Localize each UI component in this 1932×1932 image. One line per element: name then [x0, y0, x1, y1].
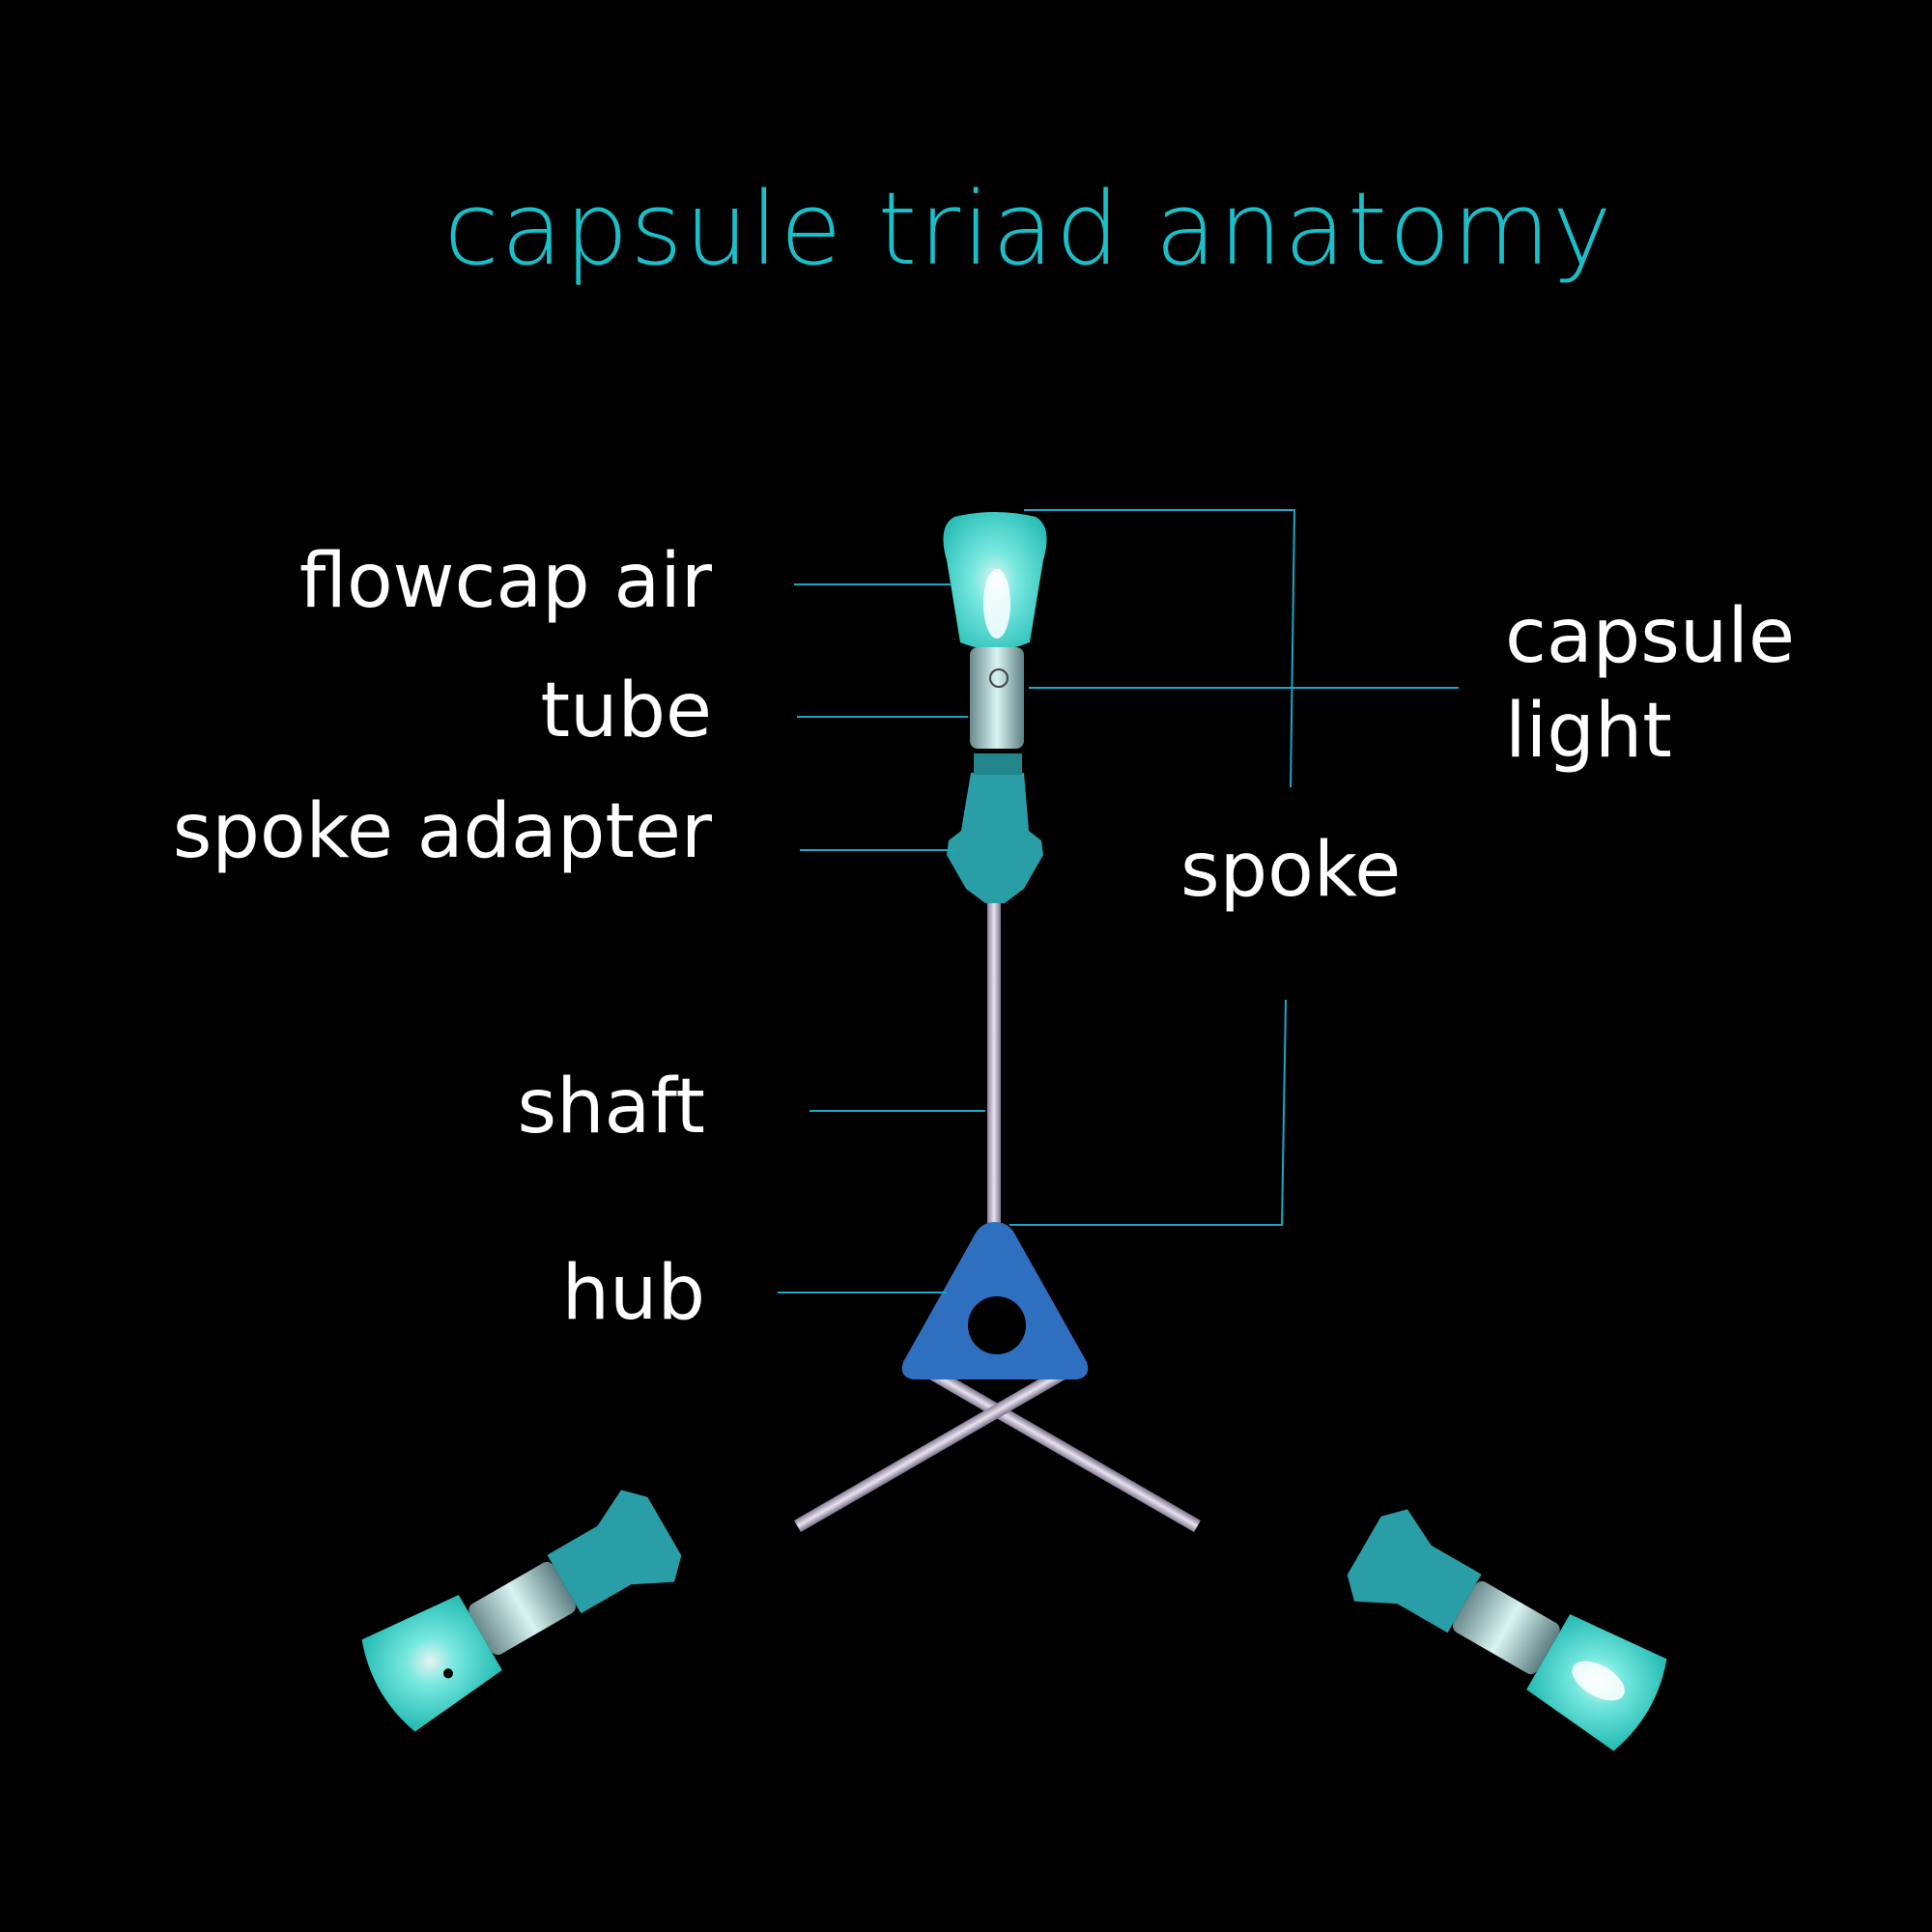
label-spoke-adapter: spoke adapter [172, 788, 712, 875]
label-flowcap-air: flowcap air [298, 538, 712, 625]
spoke-adapter-right [1347, 1509, 1482, 1634]
tube-top [970, 647, 1024, 749]
capsule-right [1347, 1509, 1667, 1751]
label-hub: hub [561, 1250, 705, 1337]
flowcap-left [361, 1595, 502, 1732]
hub-piece [901, 1222, 1089, 1379]
bracket-capsule-light [1024, 509, 1296, 788]
bracket-spoke [1009, 999, 1287, 1226]
label-spoke: spoke [1180, 827, 1402, 914]
tube-right [1453, 1580, 1560, 1675]
leader-lines [778, 509, 1459, 1293]
capsule-left [361, 1490, 682, 1732]
shaft-right [794, 1355, 1086, 1533]
label-capsule-light-line2: light [1505, 688, 1672, 775]
spoke-adapter-top [947, 773, 1043, 903]
tube-left [469, 1561, 576, 1656]
capsule-top [943, 512, 1047, 903]
shaft-left [909, 1355, 1201, 1533]
label-tube: tube [540, 668, 712, 754]
diagram-title: capsule triad anatomy [443, 170, 1614, 288]
label-shaft: shaft [517, 1064, 705, 1151]
label-capsule-light-line1: capsule [1505, 593, 1795, 680]
shaft-top [987, 889, 1001, 1227]
spoke-adapter-left [547, 1490, 682, 1614]
